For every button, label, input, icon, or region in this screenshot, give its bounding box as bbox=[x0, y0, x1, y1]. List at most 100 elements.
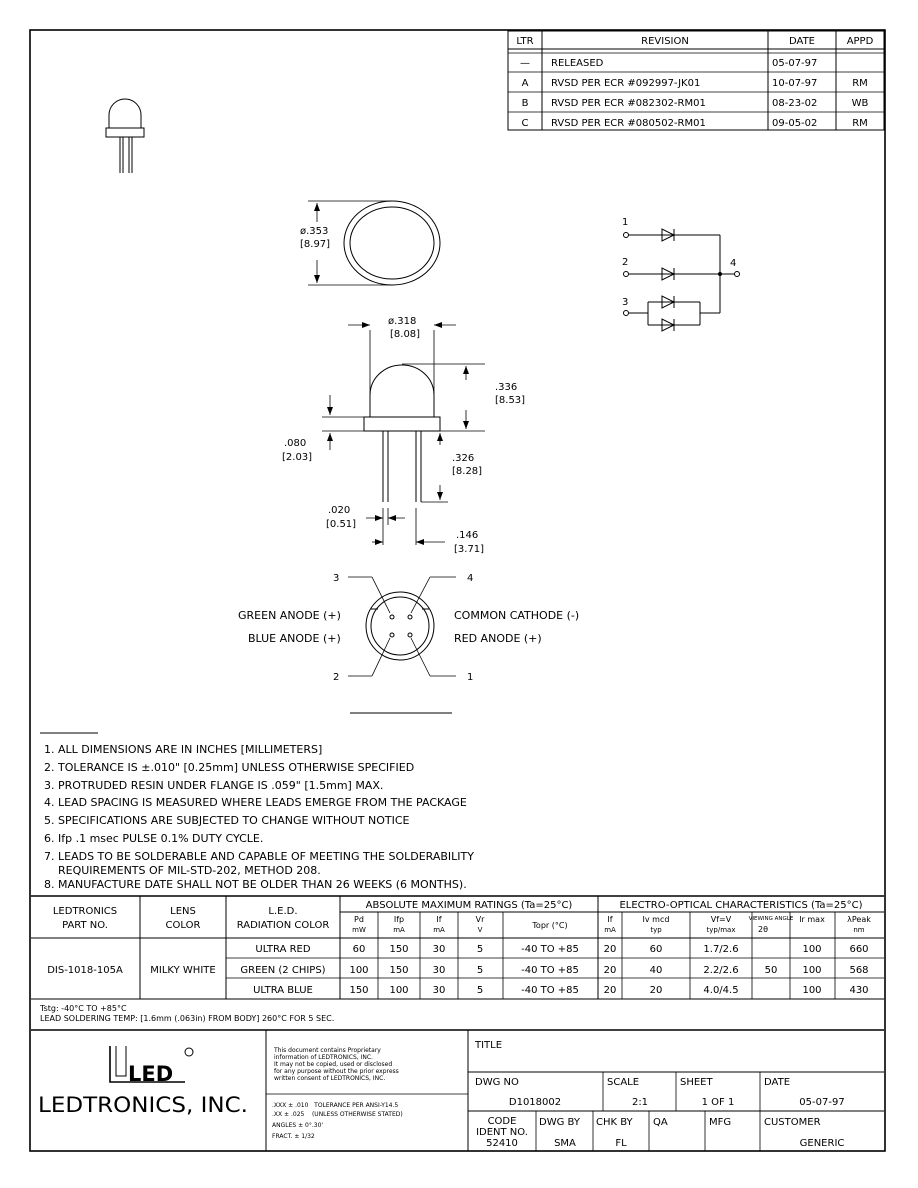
rev-header-ltr: LTR bbox=[516, 36, 533, 47]
spec-ir: 100 bbox=[802, 985, 821, 996]
spec-header-electro-optical: ELECTRO-OPTICAL CHARACTERISTICS (Ta=25°C… bbox=[619, 900, 862, 911]
spec-sub-iv: Iv mcd bbox=[643, 915, 670, 924]
footnote-soldering-temp: LEAD SOLDERING TEMP: [1.6mm (.063in) FRO… bbox=[40, 1014, 334, 1023]
rev-appd: RM bbox=[852, 78, 868, 89]
dim-top-diameter-mm: [8.97] bbox=[300, 239, 330, 250]
spec-pd: 150 bbox=[349, 985, 368, 996]
spec-topr: -40 TO +85 bbox=[521, 985, 579, 996]
tolerance-note: FRACT. ± 1/32 bbox=[272, 1133, 315, 1140]
rev-date: 09-05-02 bbox=[772, 118, 817, 129]
spec-header-led: L.E.D. bbox=[268, 906, 297, 917]
spec-part-number: DIS-1018-105A bbox=[47, 965, 123, 976]
ledtronics-logo: LED bbox=[109, 1046, 194, 1086]
dim-lens-height: .336 bbox=[495, 382, 517, 393]
schematic-pin-3: 3 bbox=[622, 297, 628, 308]
spec-ifp: 150 bbox=[389, 965, 408, 976]
spec-row: ULTRA BLUE 150 100 30 5 -40 TO +85 20 20… bbox=[253, 985, 868, 996]
spec-header-part: LEDTRONICS bbox=[53, 906, 117, 917]
spec-sub-vf: Vf=V bbox=[711, 915, 732, 924]
pinout-common-cathode: COMMON CATHODE (-) bbox=[454, 609, 579, 622]
top-view-drawing: ø.353 [8.97] bbox=[300, 200, 441, 286]
company-name: LEDTRONICS, INC. bbox=[38, 1093, 248, 1117]
dim-lens-diameter-mm: [8.08] bbox=[390, 329, 420, 340]
side-view-drawing: ø.318 [8.08] .336 [8.53] .080 [2.03] .32… bbox=[282, 316, 525, 555]
mfg-label: MFG bbox=[709, 1117, 731, 1128]
spec-sub-ifp: Ifp bbox=[394, 915, 404, 924]
spec-header-part: PART NO. bbox=[62, 920, 108, 931]
dim-lead-width-mm: [0.51] bbox=[326, 519, 356, 530]
circuit-schematic: 1 2 3 4 bbox=[622, 217, 740, 332]
diode-icon bbox=[661, 318, 676, 332]
diode-icon bbox=[661, 267, 676, 281]
customer-label: CUSTOMER bbox=[764, 1117, 821, 1128]
pinout-blue-anode: BLUE ANODE (+) bbox=[248, 632, 341, 645]
note-line: 8. MANUFACTURE DATE SHALL NOT BE OLDER T… bbox=[44, 878, 467, 891]
rev-header-appd: APPD bbox=[847, 36, 874, 47]
spec-vr: 5 bbox=[477, 944, 483, 955]
spec-sub-peak-unit: nm bbox=[853, 926, 864, 934]
dim-lead-spacing-mm: [3.71] bbox=[454, 544, 484, 555]
notes-section: 1. ALL DIMENSIONS ARE IN INCHES [MILLIME… bbox=[40, 732, 474, 891]
spec-topr: -40 TO +85 bbox=[521, 944, 579, 955]
dim-flange-mm: [2.03] bbox=[282, 452, 312, 463]
spec-sub-vr-unit: V bbox=[478, 926, 483, 934]
rev-ltr: B bbox=[522, 98, 529, 109]
spec-ir: 100 bbox=[802, 965, 821, 976]
code-ident-label: IDENT NO. bbox=[476, 1127, 528, 1138]
spec-ifp: 150 bbox=[389, 944, 408, 955]
schematic-pin-4: 4 bbox=[730, 258, 736, 269]
note-line: 2. TOLERANCE IS ±.010" [0.25mm] UNLESS O… bbox=[44, 761, 414, 774]
spec-sub-ir: Ir max bbox=[799, 915, 825, 924]
pinout-pin-2: 2 bbox=[333, 672, 339, 683]
dwg-by-value: SMA bbox=[554, 1138, 576, 1149]
footnote-storage-temp: Tstg: -40°C TO +85°C bbox=[39, 1004, 127, 1013]
spec-sub-peak: λPeak bbox=[847, 915, 871, 924]
code-ident-label: CODE bbox=[488, 1116, 517, 1127]
spec-sub-vf-unit: typ/max bbox=[707, 926, 736, 934]
dim-lead-spacing: .146 bbox=[456, 530, 478, 541]
spec-color: ULTRA RED bbox=[255, 944, 310, 955]
tolerance-note: ANGLES ± 0°.30' bbox=[272, 1122, 323, 1129]
pinout-pin-3: 3 bbox=[333, 573, 339, 584]
proprietary-notice: written consent of LEDTRONICS, INC. bbox=[274, 1075, 385, 1082]
dim-flange: .080 bbox=[284, 438, 306, 449]
diode-icon bbox=[661, 228, 676, 242]
spec-vf: 4.0/4.5 bbox=[703, 985, 738, 996]
dim-top-diameter: ø.353 bbox=[300, 226, 328, 237]
spec-vf: 1.7/2.6 bbox=[703, 944, 738, 955]
spec-header-absolute: ABSOLUTE MAXIMUM RATINGS (Ta=25°C) bbox=[366, 900, 573, 911]
rev-header-revision: REVISION bbox=[641, 36, 689, 47]
spec-sub-if2-unit: mA bbox=[604, 926, 616, 934]
proprietary-notice: This document contains Proprietary bbox=[273, 1047, 381, 1054]
scale-value: 2:1 bbox=[632, 1097, 648, 1108]
proprietary-notice: information of LEDTRONICS, INC. bbox=[274, 1054, 373, 1061]
spec-sub-viewing-angle: VIEWING ANGLE bbox=[749, 916, 794, 922]
spec-header-led: RADIATION COLOR bbox=[237, 920, 330, 931]
note-line: 1. ALL DIMENSIONS ARE IN INCHES [MILLIME… bbox=[44, 743, 322, 756]
led-perspective-icon bbox=[105, 98, 145, 173]
sheet-label: SHEET bbox=[680, 1077, 714, 1088]
spec-if2: 20 bbox=[604, 985, 617, 996]
dim-lead-width: .020 bbox=[328, 505, 350, 516]
revision-table: LTR REVISION DATE APPD — RELEASED 05-07-… bbox=[507, 30, 885, 131]
customer-value: GENERIC bbox=[800, 1138, 845, 1149]
spec-viewing-angle: 50 bbox=[765, 965, 778, 976]
pinout-green-anode: GREEN ANODE (+) bbox=[238, 609, 341, 622]
spec-pd: 60 bbox=[353, 944, 366, 955]
spec-row: ULTRA RED 60 150 30 5 -40 TO +85 20 60 1… bbox=[255, 944, 868, 955]
rev-ltr: — bbox=[520, 58, 530, 69]
note-line: 3. PROTRUDED RESIN UNDER FLANGE IS .059"… bbox=[44, 779, 383, 792]
date-label: DATE bbox=[764, 1077, 790, 1088]
spec-color: ULTRA BLUE bbox=[253, 985, 313, 996]
spec-color: GREEN (2 CHIPS) bbox=[240, 965, 325, 976]
spec-ir: 100 bbox=[802, 944, 821, 955]
note-line: 4. LEAD SPACING IS MEASURED WHERE LEADS … bbox=[44, 796, 467, 809]
spec-if2: 20 bbox=[604, 965, 617, 976]
spec-iv: 60 bbox=[650, 944, 663, 955]
spec-sub-pd: Pd bbox=[354, 915, 364, 924]
diode-icon bbox=[661, 295, 676, 309]
rev-appd: RM bbox=[852, 118, 868, 129]
scale-label: SCALE bbox=[607, 1077, 639, 1088]
schematic-pin-2: 2 bbox=[622, 257, 628, 268]
